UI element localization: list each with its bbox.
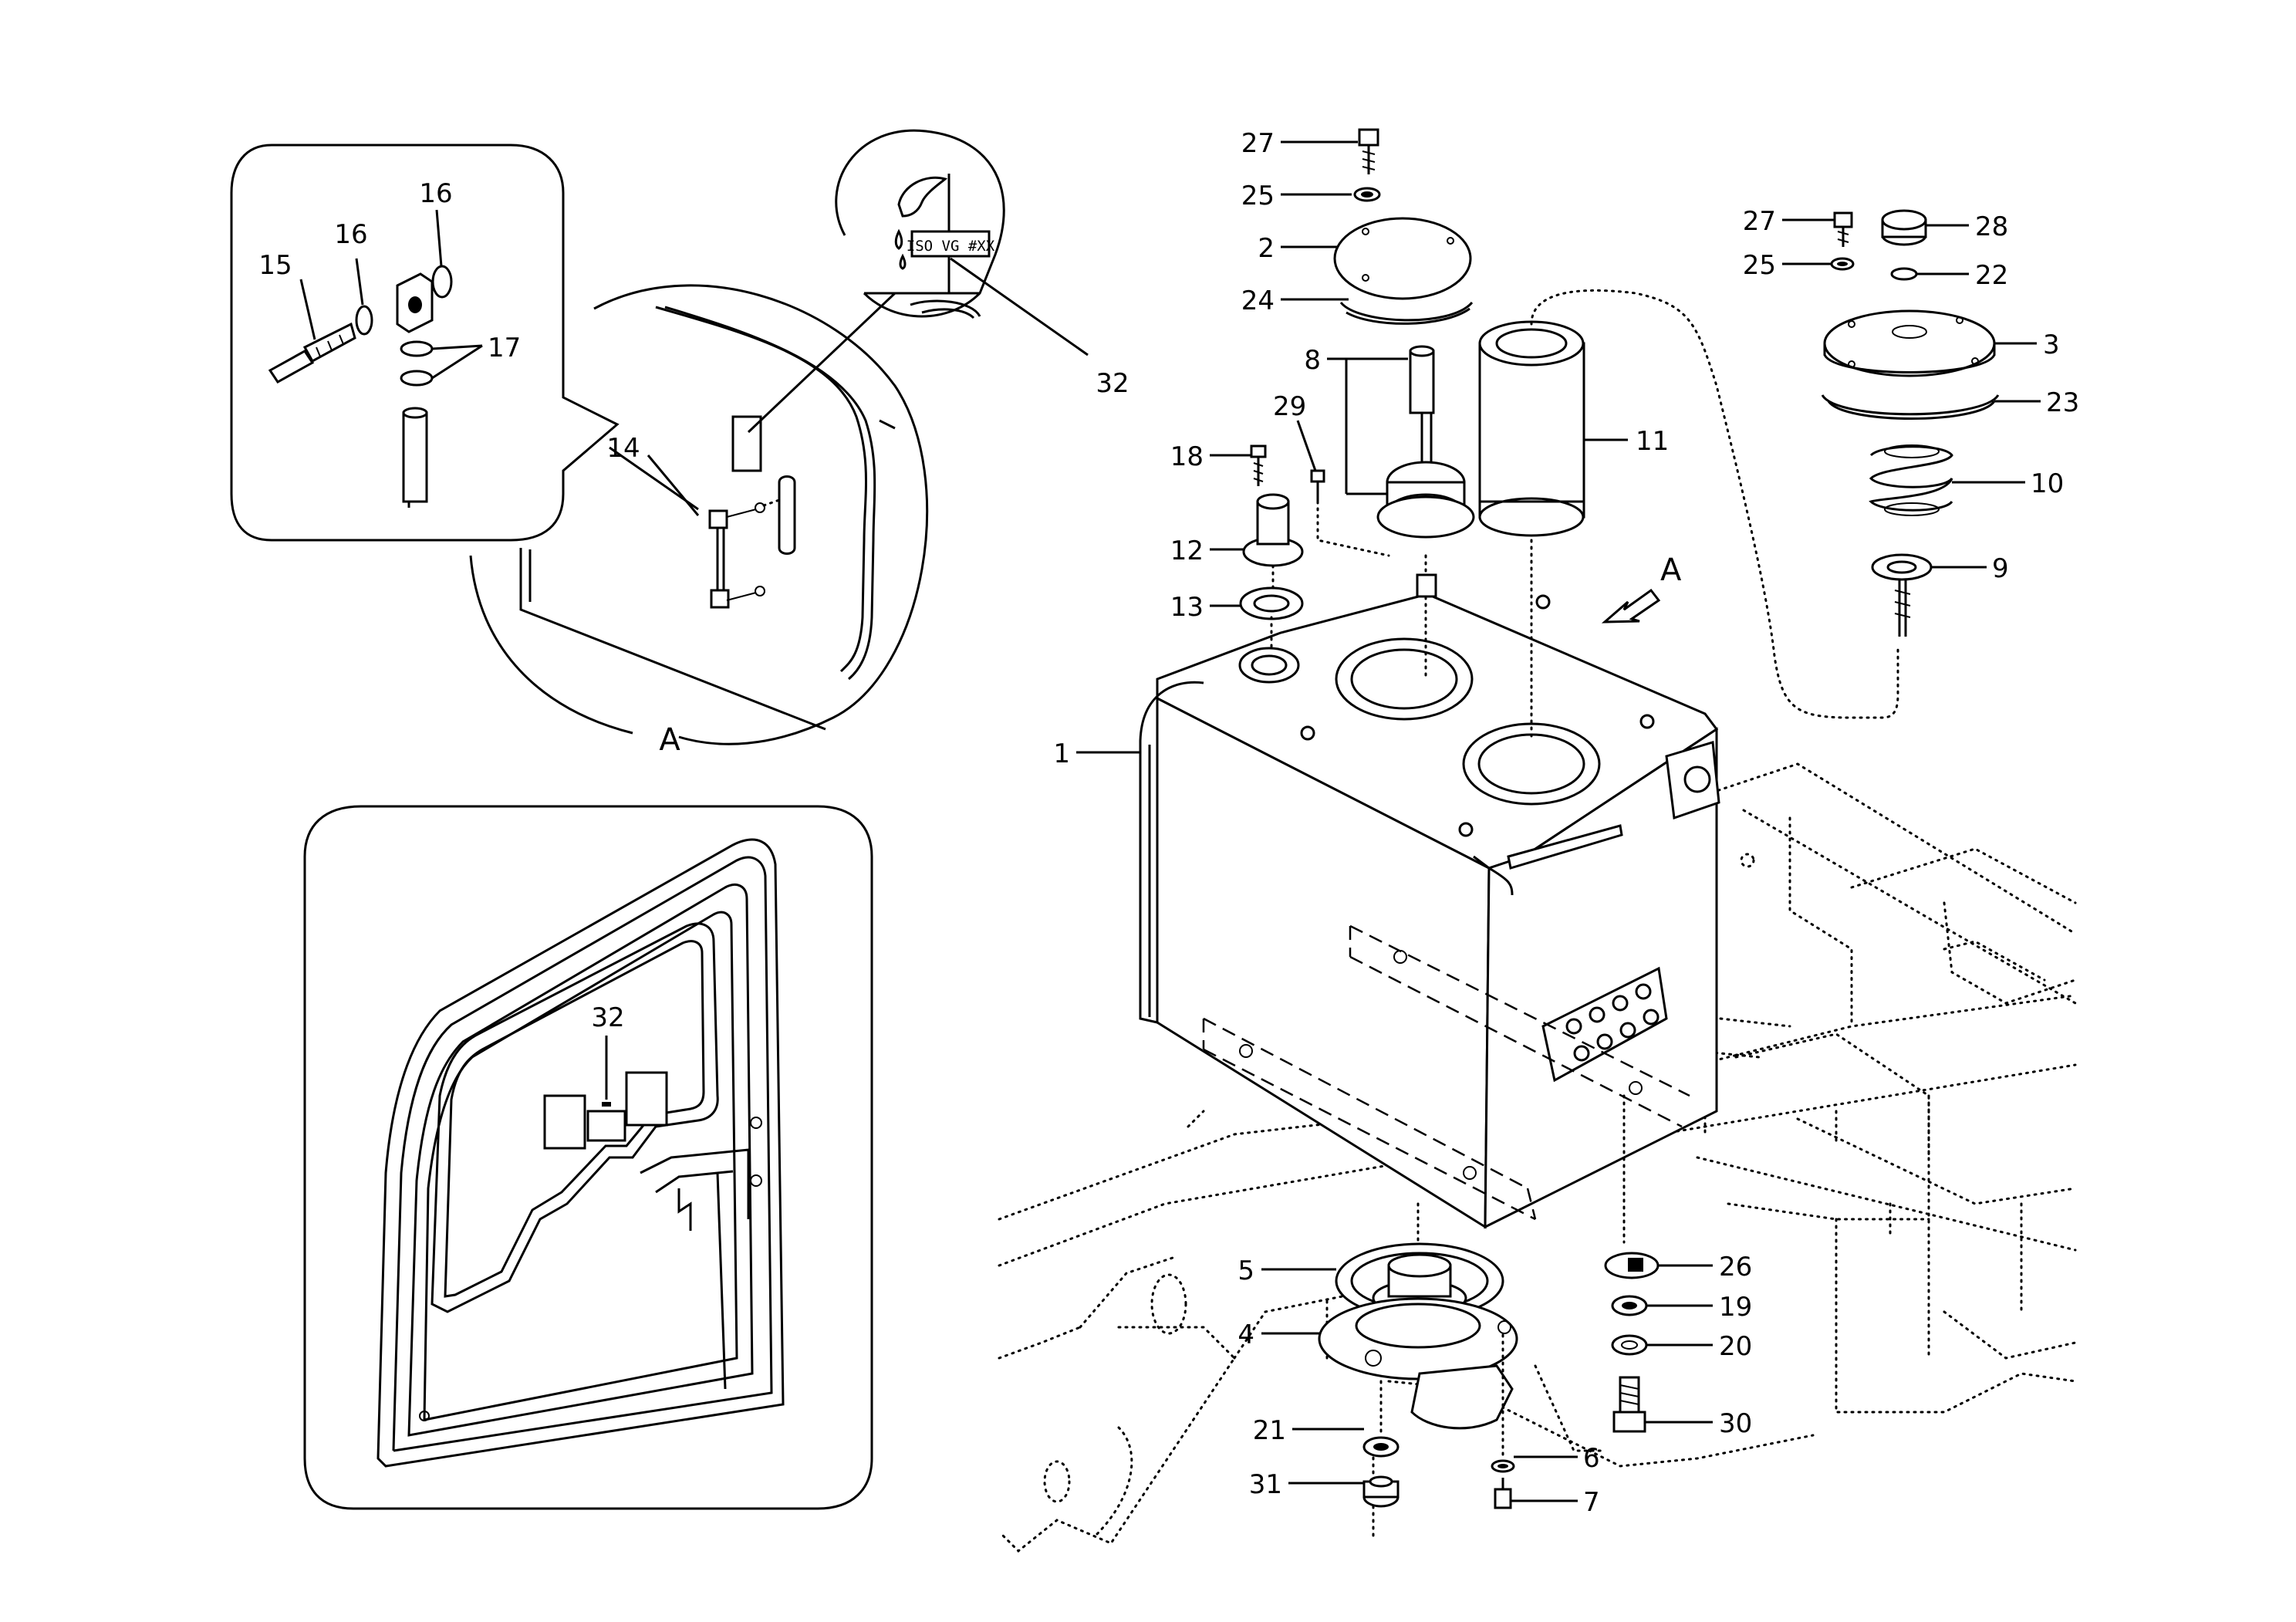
bottom-drain-assembly	[1318, 1202, 1518, 1509]
callout-28: 28	[1975, 211, 2008, 242]
return-filter	[1478, 289, 1899, 738]
callout-27: 27	[1241, 128, 1275, 159]
callout-14: 14	[606, 433, 640, 464]
view-label-a-detail: A	[659, 722, 680, 758]
tank-mount-hardware	[1604, 1094, 1660, 1433]
hydraulic-tank	[1139, 577, 1720, 1229]
callout-10: 10	[2031, 468, 2064, 499]
callout-32b: 32	[591, 1002, 624, 1033]
callout-9: 9	[1992, 553, 2009, 584]
callout-1: 1	[1053, 738, 1070, 769]
callout-29: 29	[1273, 391, 1306, 422]
callout-11: 11	[1636, 426, 1669, 457]
callout-17: 17	[488, 333, 521, 363]
callout-30: 30	[1719, 1408, 1752, 1439]
callout-31: 31	[1249, 1469, 1282, 1500]
suction-strainer	[1376, 345, 1475, 598]
callout-4: 4	[1237, 1320, 1254, 1350]
callout-labels: 27 25 2 24 8 29 18 12 13 1 11 27 28 25 2…	[258, 128, 2079, 1518]
callout-16: 16	[334, 219, 367, 250]
view-label-a-arrow: A	[1660, 552, 1682, 588]
callout-7: 7	[1583, 1487, 1600, 1518]
callout-24: 24	[1241, 286, 1275, 316]
callout-26: 26	[1719, 1252, 1752, 1282]
callout-15: 15	[258, 250, 292, 281]
callout-6: 6	[1583, 1443, 1600, 1474]
callout-23: 23	[2046, 387, 2079, 418]
detail-view-a	[469, 284, 928, 745]
callout-13: 13	[1170, 592, 1204, 623]
callout-32: 32	[1096, 368, 1129, 399]
callout-27b: 27	[1743, 206, 1776, 237]
callout-16b: 16	[419, 178, 452, 209]
leader-lines	[299, 140, 2041, 1502]
breather-stack	[1239, 444, 1390, 654]
callout-3: 3	[2043, 329, 2060, 360]
cab-door-inset	[303, 805, 873, 1510]
callout-25b: 25	[1743, 250, 1776, 281]
view-a-arrow	[1601, 588, 1661, 623]
decal-text: ISO VG #XX	[907, 238, 995, 255]
callout-12: 12	[1170, 536, 1204, 566]
relief-valve-stack	[1821, 209, 2000, 637]
callout-25: 25	[1241, 181, 1275, 211]
callout-19: 19	[1719, 1292, 1752, 1323]
callout-5: 5	[1237, 1255, 1254, 1286]
callout-8: 8	[1304, 345, 1321, 376]
callout-21: 21	[1253, 1415, 1286, 1446]
callout-20: 20	[1719, 1331, 1752, 1362]
callout-22: 22	[1975, 260, 2008, 291]
callout-2: 2	[1258, 233, 1275, 264]
door-stay-inset	[230, 144, 620, 542]
callout-18: 18	[1170, 441, 1204, 472]
oil-decal-inset: ISO VG #XX	[835, 129, 1089, 357]
top-cover-stack	[1333, 128, 1474, 681]
